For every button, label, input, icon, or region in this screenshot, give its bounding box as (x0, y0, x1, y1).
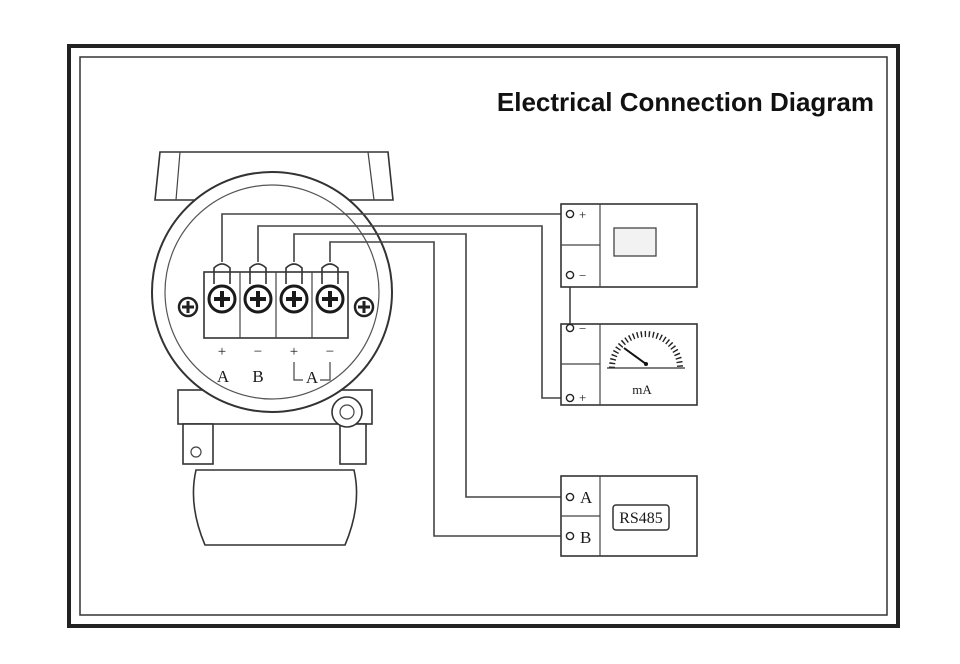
current-loop-label: A (306, 368, 319, 387)
terminal-block (203, 263, 349, 339)
terminal-screw-1-icon (207, 284, 237, 314)
transmitter-housing (151, 151, 394, 546)
terminal-1-letter: A (217, 367, 230, 386)
ammeter-plus-label: + (579, 390, 586, 405)
display-minus-label: − (579, 268, 586, 283)
rs485-badge (612, 504, 670, 531)
display-plus-label: + (579, 207, 586, 222)
rs485-port-a-label: A (580, 488, 593, 507)
display-box: + − (560, 203, 698, 288)
left-mount-screw-icon (177, 296, 199, 318)
ammeter-minus-label: − (579, 321, 586, 336)
ammeter-unit-label: mA (632, 382, 652, 397)
ammeter-box: − + mA (560, 321, 698, 406)
wiring (221, 213, 571, 537)
right-mount-screw-icon (353, 296, 375, 318)
terminal-4-sign: − (326, 344, 334, 360)
terminal-1-sign: + (218, 344, 226, 360)
terminal-2-sign: − (254, 344, 262, 360)
rs485-label: RS485 (619, 510, 663, 527)
rs485-box: A B RS485 (560, 475, 698, 557)
diagram-title: Electrical Connection Diagram (497, 87, 874, 117)
analog-gauge-icon (607, 331, 685, 369)
rs485-port-b-label: B (580, 528, 591, 547)
lcd-screen-icon (613, 227, 657, 257)
current-loop-bracket (293, 362, 331, 381)
terminal-screw-4-icon (315, 284, 345, 314)
terminal-2-letter: B (252, 367, 263, 386)
terminal-screw-3-icon (279, 284, 309, 314)
inner-frame (79, 56, 888, 616)
terminal-screw-2-icon (243, 284, 273, 314)
outer-frame (67, 44, 900, 628)
terminal-3-sign: + (290, 344, 298, 360)
